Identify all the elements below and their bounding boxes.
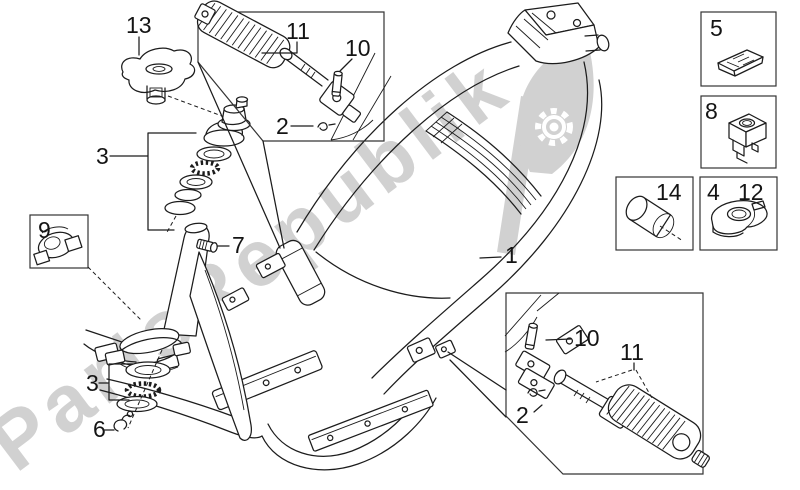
callout-1: 1 — [505, 242, 518, 268]
callout-10-rear: 10 — [574, 325, 600, 351]
front-footrest-pin — [331, 70, 343, 97]
clamp-9 — [33, 226, 83, 266]
callout-11-front: 11 — [286, 18, 310, 44]
detail-box-14 — [615, 176, 694, 251]
callout-3-upper: 3 — [96, 143, 109, 169]
steering-lock-bracket — [121, 47, 196, 105]
callout-3-lower: 3 — [86, 370, 99, 396]
callout-9: 9 — [38, 217, 51, 243]
detail-box-rear-footrest — [447, 292, 710, 475]
speed-nut-4-12 — [710, 199, 768, 238]
callout-7: 7 — [232, 232, 245, 258]
callout-4: 4 — [707, 179, 720, 205]
rear-footrest-pin — [524, 322, 538, 350]
detail-box-9 — [29, 214, 143, 322]
sleeve-14 — [625, 195, 684, 242]
detail-box-4-12 — [699, 176, 778, 251]
callout-10-front: 10 — [345, 35, 371, 61]
callout-6: 6 — [93, 416, 106, 442]
gear-leaf-icon — [518, 36, 594, 174]
callout-2-rear: 2 — [516, 402, 529, 428]
rear-footrest-clip — [527, 388, 546, 397]
callout-14: 14 — [656, 179, 682, 205]
detail-box-front-footrest — [194, 0, 392, 249]
callout-11-rear: 11 — [620, 339, 644, 365]
callout-13: 13 — [126, 12, 152, 38]
front-footrest — [194, 0, 362, 123]
cage-nut-8 — [728, 113, 767, 164]
callout-5: 5 — [710, 15, 723, 41]
front-footrest-clip — [317, 122, 336, 131]
clip-6 — [113, 410, 134, 432]
detail-box-8 — [700, 95, 777, 169]
callout-8: 8 — [705, 98, 718, 124]
detail-box-5 — [700, 11, 777, 87]
callout-12: 12 — [738, 179, 764, 205]
rear-footrest — [606, 384, 710, 468]
upper-bearing-stack — [164, 96, 251, 235]
plate-5 — [717, 49, 764, 77]
callout-2-front: 2 — [276, 113, 289, 139]
callouts: 13 11 10 2 5 8 14 4 12 3 9 7 1 3 6 10 11… — [38, 12, 764, 442]
screw-7 — [196, 238, 218, 253]
